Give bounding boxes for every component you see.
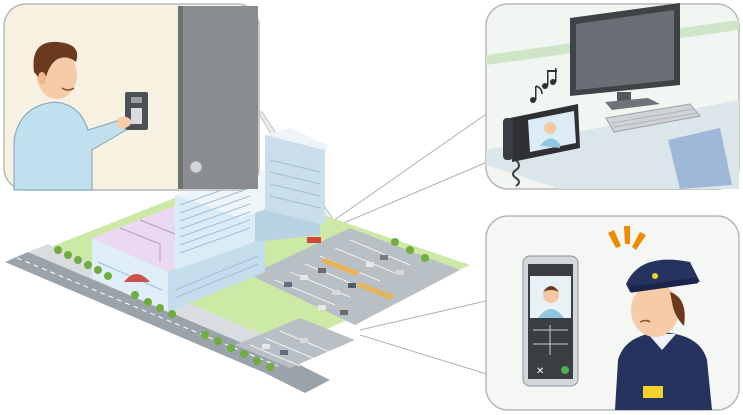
handset-cord (512, 159, 520, 187)
guard-cap-band (629, 277, 699, 293)
visitor-ear (38, 72, 46, 84)
smartphone-controls (533, 325, 568, 355)
video-monitor-caller-face (544, 122, 556, 134)
alert-icon (608, 226, 646, 250)
tower-upper (265, 135, 325, 225)
facility-map (5, 128, 470, 393)
guard-phone-panel: ✕ (485, 215, 740, 411)
visitor-person (13, 41, 132, 191)
monitor-desk-panel (485, 3, 740, 190)
trees (54, 238, 429, 371)
parked-cars (262, 255, 404, 355)
connector-monitor-2 (331, 159, 493, 229)
connector-phone-2 (359, 334, 491, 376)
building-sign (307, 237, 321, 243)
door-knob-icon (189, 160, 203, 174)
door (178, 6, 258, 189)
guard-body (615, 332, 712, 410)
video-monitor-caller-body (540, 138, 560, 148)
guard-badge (643, 386, 663, 398)
mall-wall-side (168, 232, 265, 312)
smartphone-caller-hair (543, 286, 559, 292)
answer-icon (561, 366, 569, 374)
keyboard (605, 103, 701, 133)
mall-windows (97, 255, 259, 299)
visitor-body (13, 101, 127, 191)
connector-phone (359, 299, 491, 331)
pc-screen (576, 10, 674, 90)
guard-collar (648, 334, 676, 350)
guard-mouth (639, 319, 651, 323)
guard-face (631, 283, 679, 337)
shelter-2 (356, 282, 395, 300)
chair-back (668, 128, 732, 189)
smartphone-caller-body (538, 309, 564, 318)
tower-upper-top (265, 128, 328, 150)
keyboard-keys (611, 108, 698, 128)
intercom-camera (131, 97, 142, 103)
connector-monitor (329, 109, 493, 224)
guard-hair (670, 292, 685, 326)
security-guard (615, 259, 712, 410)
shelter-1 (321, 258, 360, 276)
pc-base (605, 98, 660, 110)
smartphone-caller-face (543, 287, 559, 303)
handset (503, 118, 513, 160)
mall-entrance (124, 274, 150, 282)
intercom-call-button (131, 108, 142, 124)
door-intercom-panel (3, 3, 260, 191)
visitor-hand (118, 116, 132, 129)
hangup-icon: ✕ (536, 366, 544, 377)
parking-lot-2 (235, 318, 355, 368)
pc-stand (617, 92, 631, 102)
guard-cap (626, 259, 700, 292)
visitor-smile (61, 87, 75, 91)
guard-cap-emblem (652, 273, 658, 279)
mall-wall-front (92, 238, 168, 312)
road-2 (265, 360, 330, 393)
door-edge (178, 6, 183, 189)
music-note-icon (530, 68, 557, 103)
